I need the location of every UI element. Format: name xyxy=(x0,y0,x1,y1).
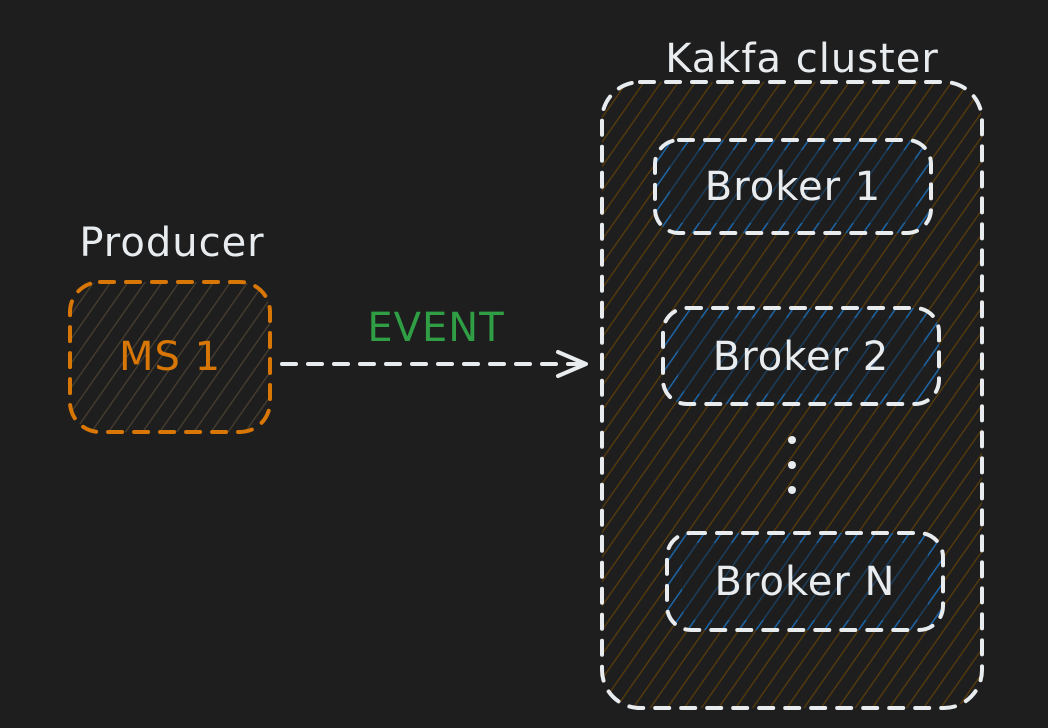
broker-1: Broker 1 xyxy=(653,138,933,235)
broker-2-label: Broker 2 xyxy=(713,334,889,380)
broker-n-label: Broker N xyxy=(715,559,896,605)
broker-n: Broker N xyxy=(665,531,945,632)
kafka-cluster-title: Kakfa cluster xyxy=(665,36,939,82)
ellipsis-dot xyxy=(788,461,796,469)
broker-2: Broker 2 xyxy=(661,306,941,406)
broker-ellipsis xyxy=(788,436,796,494)
producer: Producer MS 1 xyxy=(68,220,272,434)
broker-1-label: Broker 1 xyxy=(705,164,881,210)
producer-title: Producer xyxy=(79,220,264,266)
event-label: EVENT xyxy=(367,305,504,351)
arrowhead-icon xyxy=(556,350,588,378)
ellipsis-dot xyxy=(788,486,796,494)
ms1-label: MS 1 xyxy=(119,334,221,380)
ellipsis-dot xyxy=(788,436,796,444)
ms1-box xyxy=(68,280,272,434)
event-arrow: EVENT xyxy=(280,305,588,378)
